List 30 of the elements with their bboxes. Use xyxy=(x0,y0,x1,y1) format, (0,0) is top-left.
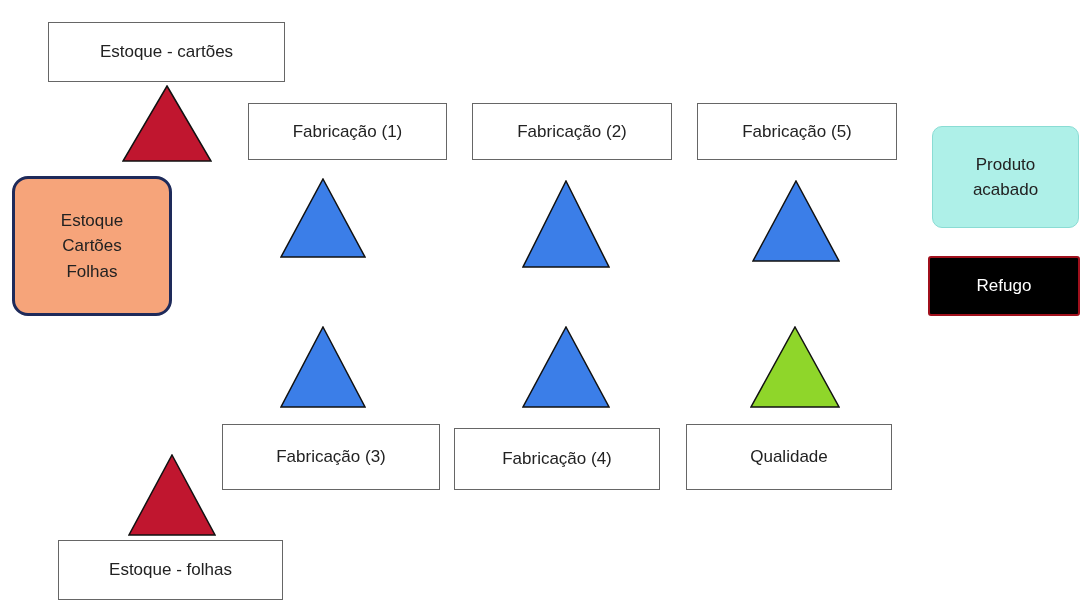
process-box xyxy=(48,22,285,82)
box-label: Fabricação (4) xyxy=(502,448,612,471)
process-box xyxy=(686,424,892,490)
process-box xyxy=(454,428,660,490)
process-box xyxy=(222,424,440,490)
box-label: Fabricação (5) xyxy=(742,120,852,143)
triangle-shape xyxy=(752,180,840,262)
box-label: Estoque - cartões xyxy=(99,41,234,64)
box-label: Fabricação (2) xyxy=(517,120,627,143)
box-label: Estoque - folhas xyxy=(109,559,232,582)
reject-box xyxy=(928,256,1080,316)
triangle-shape xyxy=(522,326,610,408)
box-label: Refugo xyxy=(976,275,1032,298)
process-box xyxy=(248,103,447,160)
box-label: Fabricação (3) xyxy=(276,446,386,469)
triangle-shape xyxy=(128,454,216,536)
stock-box xyxy=(12,176,172,316)
process-box xyxy=(697,103,897,160)
triangle-shape xyxy=(280,178,366,258)
triangle-shape xyxy=(522,180,610,268)
triangle-shape xyxy=(750,326,840,408)
triangle-shape xyxy=(122,85,212,162)
product-box xyxy=(932,126,1079,228)
triangle-shape xyxy=(280,326,366,408)
box-label: Produto acabado xyxy=(971,153,1040,201)
box-label: Estoque Cartões Folhas xyxy=(59,209,125,283)
process-box xyxy=(58,540,283,600)
process-box xyxy=(472,103,672,160)
box-label: Qualidade xyxy=(750,446,828,469)
box-label: Fabricação (1) xyxy=(292,120,403,143)
